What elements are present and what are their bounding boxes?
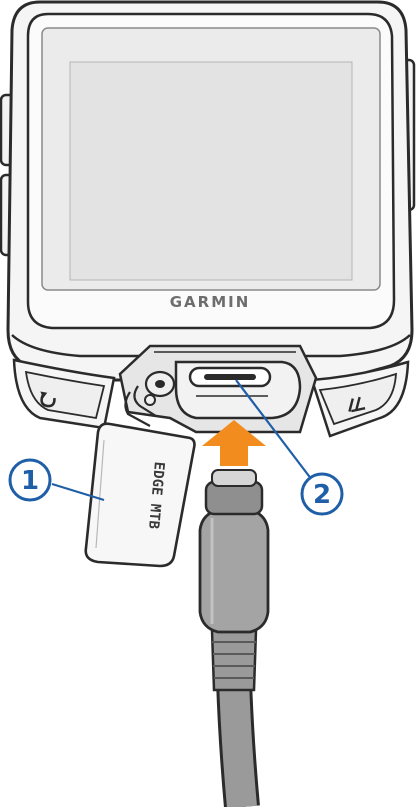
protective-flap: EDGE MTB <box>84 422 196 568</box>
screen-inner <box>69 61 353 281</box>
callout-2-badge <box>300 472 344 516</box>
device-body: GARMIN <box>0 0 416 382</box>
bottom-right-button <box>310 360 410 438</box>
callout-1-leader <box>51 482 105 502</box>
bottom-left-button <box>12 358 116 430</box>
insert-arrow-icon <box>202 420 266 466</box>
callout-2-number: 2 <box>313 480 331 510</box>
cable-connector-housing <box>198 508 270 634</box>
port-recess <box>118 344 318 434</box>
usb-cable <box>198 469 270 807</box>
lap-arrow-icon <box>348 396 366 413</box>
callout-2-leader <box>235 379 313 481</box>
callout-1-badge <box>8 458 52 502</box>
brand-label: GARMIN <box>170 293 251 311</box>
callout-1-number: 1 <box>21 466 39 496</box>
flap-hinge <box>124 370 176 427</box>
cable-strain-relief <box>210 628 258 692</box>
back-loop-icon <box>40 391 56 408</box>
flap-label: EDGE MTB <box>145 461 167 530</box>
